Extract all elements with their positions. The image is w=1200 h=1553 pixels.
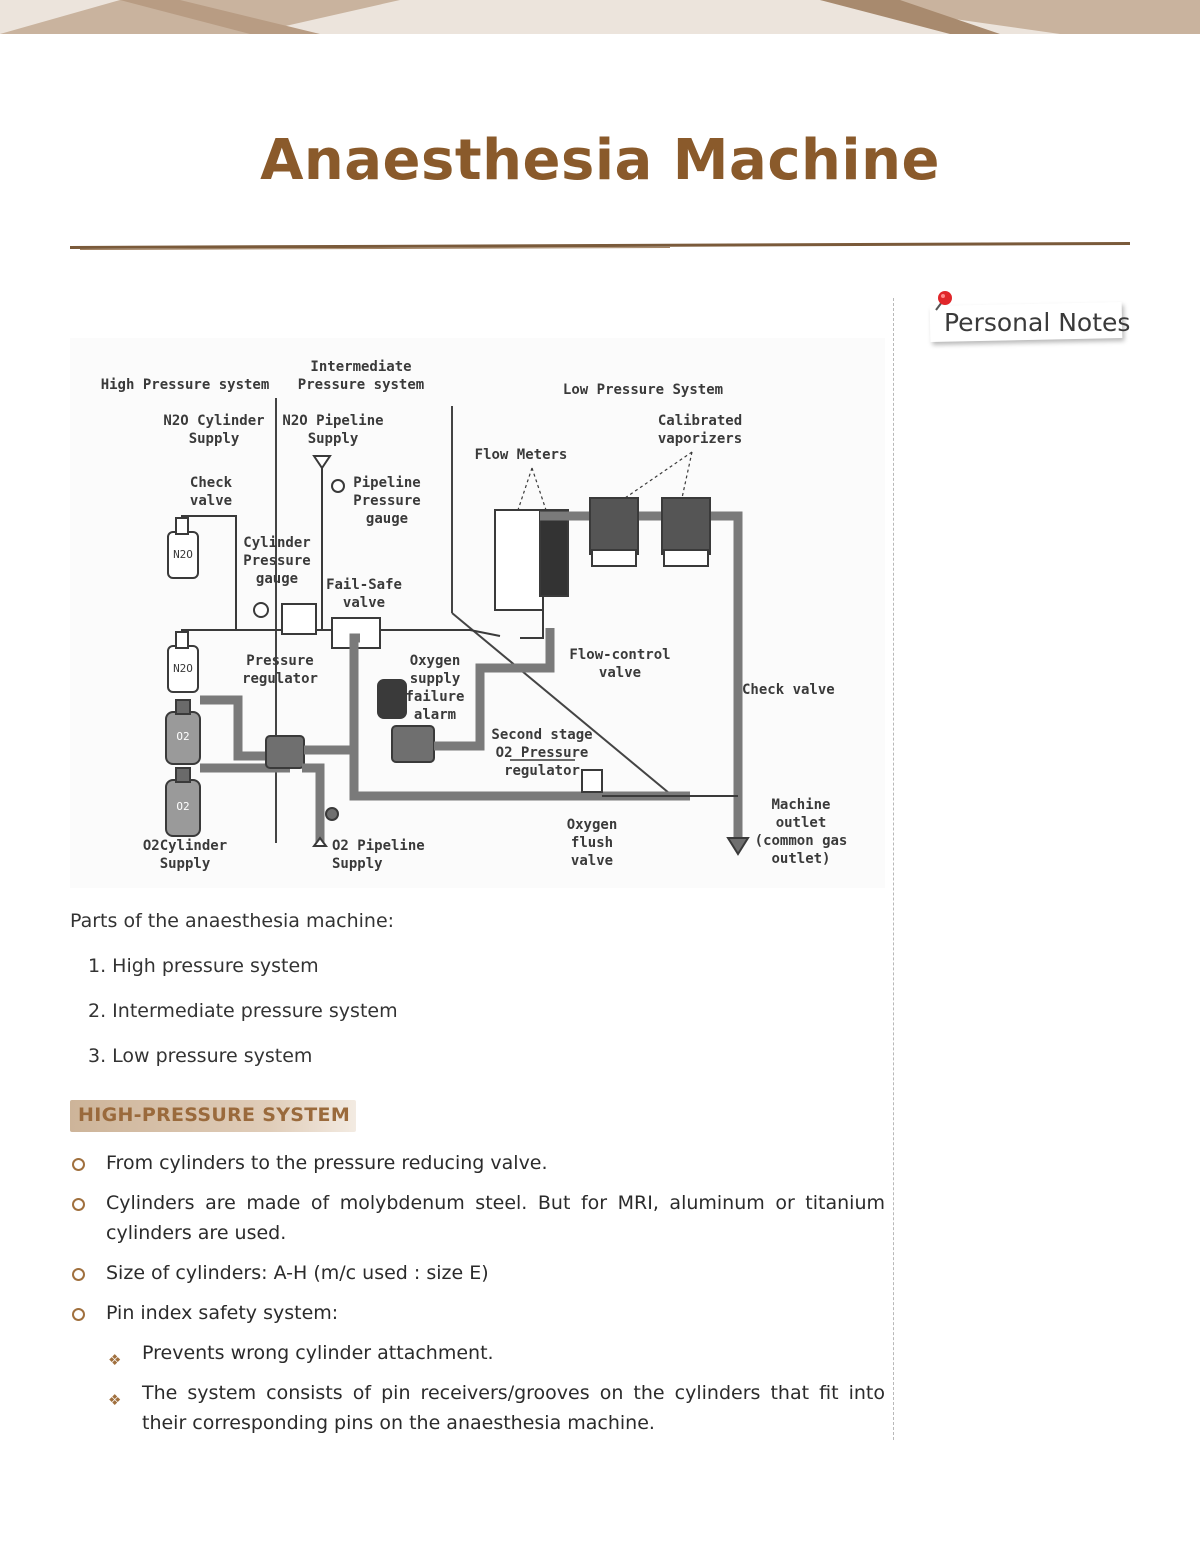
parts-intro: Parts of the anaesthesia machine:	[70, 910, 395, 932]
label-flow-control-valve: Flow-control valve	[569, 647, 671, 681]
diamond-bullet-icon: ❖	[108, 1351, 122, 1369]
bullet-text: Cylinders are made of molybdenum steel. …	[106, 1192, 885, 1244]
list-item: 2. Intermediate pressure system	[88, 1000, 398, 1022]
cylinder-label-n2o-bottom: N2O	[173, 662, 193, 675]
label-intermediate-pressure-system: Intermediate Pressure system	[297, 359, 425, 393]
notes-margin-divider	[893, 298, 894, 1440]
list-item: 3. Low pressure system	[88, 1045, 313, 1067]
page-title: Anaesthesia Machine	[260, 128, 940, 193]
pushpin-icon	[935, 291, 952, 311]
sub-bullet-item: ❖ The system consists of pin receivers/g…	[70, 1378, 885, 1438]
label-n2o-pipeline-supply: N2O Pipeline Supply	[282, 413, 384, 447]
diagram-drawing	[70, 338, 885, 888]
high-pressure-bullets: From cylinders to the pressure reducing …	[70, 1148, 885, 1448]
section-heading-text: HIGH-PRESSURE SYSTEM	[78, 1104, 351, 1126]
label-second-stage-o2-regulator: Second stage O2 Pressure regulator	[491, 727, 593, 779]
bullet-text: From cylinders to the pressure reducing …	[106, 1152, 548, 1174]
label-check-valve-top: Check valve	[189, 475, 233, 509]
bullet-item: Size of cylinders: A-H (m/c used : size …	[70, 1258, 885, 1288]
anaesthesia-machine-diagram: High Pressure system Intermediate Pressu…	[70, 338, 885, 888]
bullet-text: Size of cylinders: A-H (m/c used : size …	[106, 1262, 489, 1284]
label-high-pressure-system: High Pressure system	[100, 377, 270, 393]
label-cylinder-pressure-gauge: Cylinder Pressure gauge	[243, 535, 311, 587]
cylinder-label-n2o-top: N2O	[173, 548, 193, 561]
cylinder-label-o2-bottom: O2	[176, 800, 190, 813]
circle-bullet-icon	[72, 1158, 85, 1171]
list-item: 1. High pressure system	[88, 955, 319, 977]
label-machine-outlet: Machine outlet (common gas outlet)	[754, 797, 848, 867]
section-heading-high-pressure: HIGH-PRESSURE SYSTEM	[70, 1100, 356, 1132]
bullet-text: Pin index safety system:	[106, 1302, 339, 1324]
bullet-item: Cylinders are made of molybdenum steel. …	[70, 1188, 885, 1248]
label-n2o-cylinder-supply: N2O Cylinder Supply	[163, 413, 265, 447]
label-fail-safe-valve: Fail-Safe valve	[326, 577, 402, 611]
label-check-valve-right: Check valve	[742, 682, 835, 698]
label-pipeline-pressure-gauge: Pipeline Pressure gauge	[353, 475, 421, 527]
sub-bullet-text: The system consists of pin receivers/gro…	[142, 1382, 885, 1434]
label-low-pressure-system: Low Pressure System	[562, 382, 724, 398]
label-o2-pipeline-supply: O2 Pipeline Supply	[332, 838, 425, 872]
circle-bullet-icon	[72, 1308, 85, 1321]
circle-bullet-icon	[72, 1198, 85, 1211]
personal-notes-label: Personal Notes	[944, 308, 1131, 337]
label-o2-cylinder-supply: O2Cylinder Supply	[142, 838, 228, 872]
label-calibrated-vaporizers: Calibrated vaporizers	[657, 413, 743, 447]
circle-bullet-icon	[72, 1268, 85, 1281]
sub-bullet-item: ❖ Prevents wrong cylinder attachment.	[70, 1338, 885, 1369]
diamond-bullet-icon: ❖	[108, 1391, 122, 1409]
label-flow-meters: Flow Meters	[474, 447, 568, 463]
personal-notes-tag: Personal Notes	[926, 288, 1136, 348]
label-oxygen-flush-valve: Oxygen flush valve	[566, 817, 618, 869]
bullet-item: From cylinders to the pressure reducing …	[70, 1148, 885, 1178]
label-pressure-regulator: Pressure regulator	[242, 653, 318, 687]
title-divider	[70, 242, 1130, 250]
bullet-item: Pin index safety system:	[70, 1298, 885, 1328]
cylinder-label-o2-top: O2	[176, 730, 190, 743]
label-oxygen-supply-failure-alarm: Oxygen supply failure alarm	[405, 653, 465, 723]
top-decorative-band	[0, 0, 1200, 34]
sub-bullet-text: Prevents wrong cylinder attachment.	[142, 1342, 494, 1364]
parts-list: 1. High pressure system 2. Intermediate …	[88, 952, 398, 1087]
